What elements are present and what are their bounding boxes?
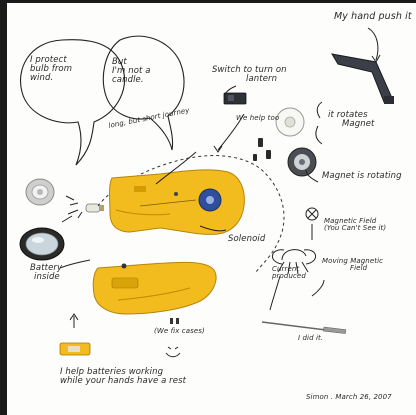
help-batteries-label: I help batteries working while your hand… — [60, 368, 186, 386]
upper-housing-half-icon — [110, 170, 245, 235]
help-batteries-line2: while your hands have a rest — [60, 377, 186, 386]
lower-housing-half-icon — [93, 262, 216, 314]
screwdriver-icon — [262, 322, 346, 334]
battery-icon — [60, 343, 90, 355]
moving-magnetic-field-label: Moving Magnetic Field — [322, 258, 383, 273]
current-produced-label: Current produced — [272, 266, 306, 281]
connector-icon — [170, 318, 179, 324]
solenoid-label: Solenoid — [228, 235, 265, 244]
magnetic-field-line2: (You Can't See it) — [324, 225, 386, 232]
hand-push-label: My hand push it — [334, 12, 412, 22]
magnet-icon — [288, 148, 316, 176]
light-rays-icon — [62, 196, 82, 222]
we-fix-cases-label: (We fix cases) — [154, 328, 205, 335]
candle-speech-text: But I'm not a candle. — [112, 58, 151, 85]
magnet-rotating-label: Magnet is rotating — [322, 172, 402, 181]
rotates-label: it rotates Magnet — [328, 111, 375, 129]
switch-label-line2: lantern — [212, 75, 287, 84]
bulb-reflector-icon — [26, 179, 54, 205]
battery-inside-label: Battery inside — [30, 264, 62, 282]
current-line2: produced — [272, 273, 306, 280]
speech-bubble-right — [103, 36, 184, 150]
screws-icon — [253, 138, 271, 161]
i-did-it-label: I did it. — [298, 335, 323, 342]
bulb-speech-text: I protect bulb from wind. — [30, 56, 72, 83]
small-bulb-icon — [86, 204, 104, 212]
moving-field-line2: Field — [322, 265, 383, 272]
switch-icon — [224, 93, 246, 104]
white-gear-icon — [276, 108, 304, 136]
magnetic-field-label: Magnetic Field (You Can't See it) — [324, 218, 386, 233]
battery-inside-line2: inside — [30, 273, 62, 282]
candle-speech-line3: candle. — [112, 76, 151, 85]
switch-label: Switch to turn on lantern — [212, 66, 287, 84]
signature-label: Simon . March 26, 2007 — [306, 394, 392, 401]
we-help-label: We help too — [236, 115, 279, 122]
crank-handle-icon — [332, 54, 394, 104]
lightbulb-sketch-icon — [306, 208, 318, 220]
rotates-label-line2: Magnet — [328, 120, 375, 129]
smiley-icon — [166, 347, 180, 357]
lens-ring-icon — [20, 228, 64, 260]
bulb-speech-line3: wind. — [30, 74, 72, 83]
